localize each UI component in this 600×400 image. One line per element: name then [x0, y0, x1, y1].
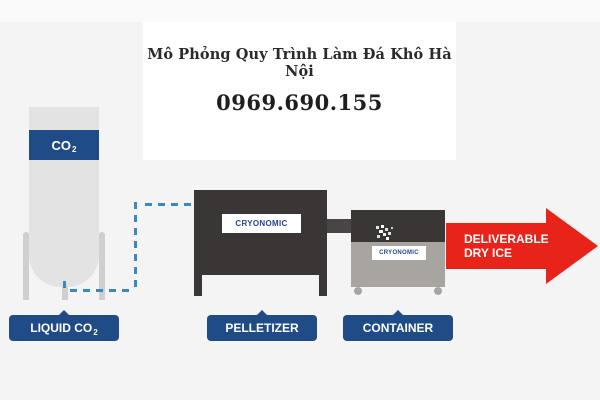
- liquid-co2-label-sub: 2: [93, 327, 98, 337]
- co2-tank-label-text: CO: [51, 137, 72, 153]
- pelletizer-brand-logo: CRYONOMIC: [222, 214, 301, 233]
- co2-tank-label-sub: 2: [72, 144, 77, 154]
- container-top: [351, 210, 445, 242]
- container-brand-text: CRYONOMIC: [379, 250, 419, 256]
- arrow-line-1: DELIVERABLE: [464, 232, 549, 246]
- title-overlay: Mô Phỏng Quy Trình Làm Đá Khô Hà Nội 096…: [143, 22, 456, 160]
- pelletizer-leg-left: [194, 275, 202, 296]
- deliverable-arrow-text: DELIVERABLE DRY ICE: [464, 232, 549, 260]
- tank-outlet: [62, 285, 68, 300]
- container-brand-logo: CRYONOMIC: [372, 246, 426, 260]
- liquid-co2-label-text: LIQUID CO: [30, 321, 93, 335]
- pelletizer-leg-right: [319, 275, 327, 296]
- arrow-line-2: DRY ICE: [464, 246, 513, 260]
- pipe-segment: [63, 281, 66, 291]
- deliverable-arrow-icon: [446, 208, 598, 284]
- top-band: [0, 0, 600, 22]
- container-label: CONTAINER: [343, 310, 453, 341]
- container-wheel-right: [434, 287, 442, 295]
- overlay-phone: 0969.690.155: [216, 90, 383, 115]
- container-label-text: CONTAINER: [362, 321, 434, 335]
- pipe-segment: [145, 203, 193, 206]
- tank-leg-left: [23, 232, 29, 300]
- pelletizer-brand-text: CRYONOMIC: [235, 219, 288, 228]
- pelletizer-label-text: PELLETIZER: [225, 321, 299, 335]
- pelletizer-label: PELLETIZER: [207, 310, 317, 341]
- tank-leg-right: [99, 232, 105, 300]
- pipe-segment: [134, 202, 137, 292]
- overlay-title: Mô Phỏng Quy Trình Làm Đá Khô Hà Nội: [147, 46, 452, 80]
- container-wheel-left: [354, 287, 362, 295]
- dry-ice-pellets-icon: [376, 225, 393, 240]
- pipe-segment: [70, 289, 134, 292]
